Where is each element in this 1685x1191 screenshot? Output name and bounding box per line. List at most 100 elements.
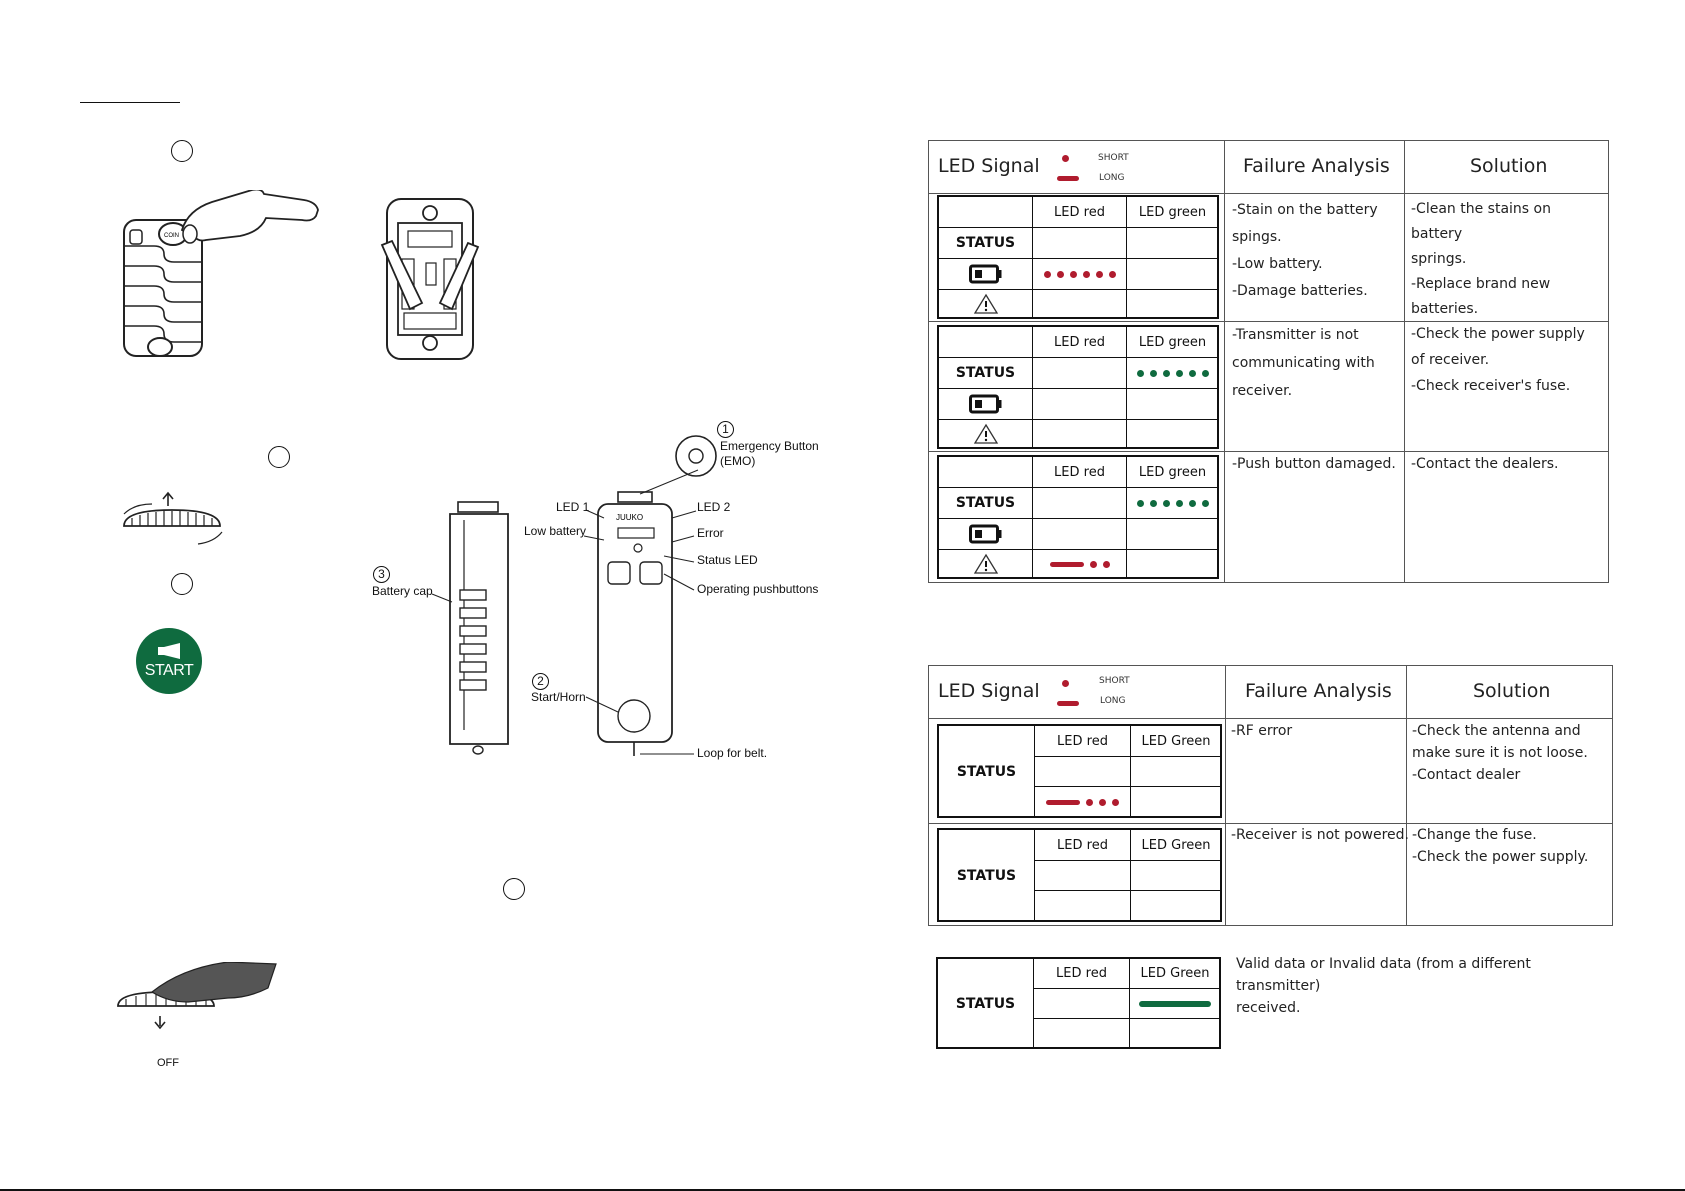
long-legend-bar (1057, 176, 1079, 181)
heading-underline (80, 102, 180, 103)
led-status-grid: LED red LED green STATUS (937, 325, 1219, 449)
col-led-green: LED Green (1130, 959, 1220, 989)
failure-text-row2: -Transmitter is not communicating with r… (1232, 327, 1375, 399)
led-status-grid: LED red LED green STATUS (937, 455, 1219, 579)
battery-icon-cell (939, 259, 1033, 290)
battery-icon (968, 524, 1001, 544)
valid-data-status-grid: STATUS LED red LED Green (936, 957, 1221, 1049)
col-led-red: LED red (1035, 830, 1131, 861)
emergency-release-illustration (123, 491, 223, 545)
callout-operating-pushbuttons: Operating pushbuttons (697, 582, 819, 596)
led-signal-header: LED Signal (938, 680, 1040, 702)
start-label: START (144, 662, 194, 679)
long-legend-label: LONG (1099, 173, 1125, 183)
short-legend-dot (1062, 155, 1069, 162)
led-status-grid: STATUS LED red LED Green (937, 724, 1222, 818)
battery-cap-opening-illustration: COIN (123, 190, 319, 357)
callout-lines (431, 469, 699, 755)
col-led-red: LED red (1033, 457, 1127, 488)
warning-red-pattern (1033, 550, 1127, 578)
off-label: OFF (157, 1057, 179, 1069)
emergency-button-icon (675, 435, 717, 477)
col-led-green: LED green (1127, 327, 1218, 358)
col-led-green: LED Green (1131, 726, 1221, 757)
solution-text-row2: -Change the fuse. -Check the power suppl… (1412, 827, 1589, 865)
brand-label: JUUKO (616, 513, 643, 522)
warning-icon (973, 293, 998, 314)
solution-text-row1: -Check the antenna and make sure it is n… (1412, 723, 1588, 783)
col-led-green: LED green (1127, 457, 1218, 488)
callout-start-horn: Start/Horn (531, 690, 586, 704)
warning-icon-cell (939, 290, 1033, 318)
solution-header: Solution (1470, 155, 1548, 177)
callout-emo: (EMO) (720, 454, 756, 468)
callout-led2: LED 2 (697, 500, 731, 514)
warning-icon-cell (939, 420, 1033, 448)
solution-text-row3: -Contact the dealers. (1411, 456, 1559, 472)
warning-icon (973, 423, 998, 444)
cap-label: COIN (164, 233, 179, 239)
battery-icon (968, 394, 1001, 414)
led-signal-header: LED Signal (938, 155, 1040, 177)
status-label: STATUS (939, 726, 1035, 817)
status-green-pattern (1127, 488, 1218, 519)
failure-text-row3: -Push button damaged. (1232, 456, 1396, 472)
failure-text-row1: -RF error (1231, 723, 1293, 739)
battery-icon-cell (939, 389, 1033, 420)
battery-red-pattern (1033, 259, 1127, 290)
col-led-red: LED red (1033, 327, 1127, 358)
callout-loop-for-belt: Loop for belt. (697, 746, 768, 760)
warning-icon-cell (939, 550, 1033, 578)
status-label: STATUS (939, 830, 1035, 921)
valid-data-green-pattern (1130, 989, 1220, 1019)
troubleshooting-table-1: LED Signal SHORT LONG Failure Analysis S… (928, 140, 1609, 583)
callout-low-battery: Low battery (524, 524, 587, 538)
col-led-red: LED red (1033, 197, 1127, 228)
failure-analysis-header: Failure Analysis (1245, 680, 1392, 702)
short-legend-label: SHORT (1099, 676, 1130, 686)
start-button-illustration: START (136, 628, 202, 694)
col-led-green: LED green (1127, 197, 1218, 228)
short-legend-dot (1062, 680, 1069, 687)
callout-number-3: 3 (373, 566, 390, 583)
status-green-pattern (1127, 358, 1218, 389)
warning-icon (973, 553, 998, 574)
callout-number-2: 2 (532, 673, 549, 690)
short-legend-label: SHORT (1098, 153, 1129, 163)
long-legend-bar (1057, 701, 1079, 706)
step-marker (171, 140, 193, 162)
step-marker (268, 446, 290, 468)
status-label: STATUS (939, 488, 1033, 519)
status-label: STATUS (939, 358, 1033, 389)
valid-data-description: Valid data or Invalid data (from a diffe… (1236, 956, 1531, 1016)
troubleshooting-table-2: LED Signal SHORT LONG Failure Analysis S… (928, 665, 1613, 926)
long-legend-label: LONG (1100, 696, 1126, 706)
callout-number-1: 1 (717, 421, 734, 438)
battery-icon-cell (939, 519, 1033, 550)
failure-analysis-header: Failure Analysis (1243, 155, 1390, 177)
failure-text-row2: -Receiver is not powered. (1231, 827, 1409, 843)
col-led-red: LED red (1034, 959, 1130, 989)
callout-battery-cap: Battery cap (372, 584, 433, 598)
failure-text-row1: -Stain on the battery spings. -Low batte… (1232, 202, 1378, 299)
step-marker (503, 878, 525, 900)
led-status-grid: LED red LED green STATUS (937, 195, 1219, 319)
callout-led1: LED 1 (556, 500, 590, 514)
page-bottom-rule (0, 1189, 1685, 1191)
step-marker (171, 573, 193, 595)
press-emo-off-illustration (117, 962, 277, 1030)
solution-header: Solution (1473, 680, 1551, 702)
led-status-grid: STATUS LED red LED Green (937, 828, 1222, 922)
callout-error: Error (697, 526, 724, 540)
transmitter-side-view (449, 501, 509, 755)
solution-text-row2: -Check the power supply of receiver. -Ch… (1411, 326, 1585, 394)
col-led-green: LED Green (1131, 830, 1221, 861)
callout-emergency-button: Emergency Button (720, 439, 819, 453)
solution-text-row1: -Clean the stains on battery springs. -R… (1411, 201, 1551, 317)
battery-compartment-illustration (380, 198, 480, 360)
status-label: STATUS (938, 959, 1034, 1048)
horn-icon (158, 643, 180, 659)
col-led-red: LED red (1035, 726, 1131, 757)
status-label: STATUS (939, 228, 1033, 259)
callout-status-led: Status LED (697, 553, 758, 567)
